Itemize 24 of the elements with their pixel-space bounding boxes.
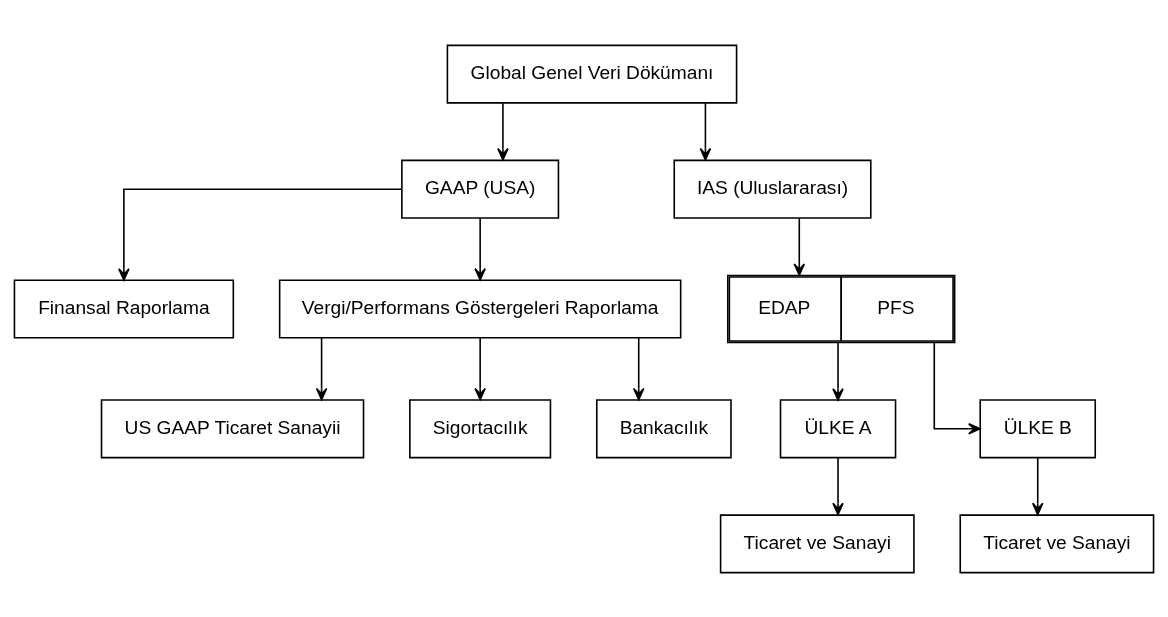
node-box: ÜLKE A [779,398,897,458]
arrow [832,341,844,401]
node-box: IAS (Uluslararası) [673,159,872,219]
arrow [832,456,844,515]
arrow [1031,456,1044,515]
arrow [632,336,645,400]
arrow [118,187,403,281]
arrow [474,336,486,400]
node-box: ÜLKE B [979,398,1097,458]
node-box: Ticaret ve Sanayi [719,513,915,573]
arrow [474,216,486,281]
node-box: Vergi/Performans Göstergeleri Raporlama [278,278,682,339]
node-box: Global Genel Veri Dökümanı [446,44,738,104]
arrow [315,336,328,400]
arrow [497,101,509,161]
node-box: US GAAP Ticaret Sanayii [100,398,365,458]
node-box: Bankacılık [596,398,732,458]
node-box: Sigortacılık [409,398,552,458]
node-box: GAAP (USA) [401,159,560,219]
arrow [793,216,806,276]
arrow [699,101,712,161]
node-box: Ticaret ve Sanayi [959,513,1155,573]
node-box: Finansal Raporlama [13,278,235,339]
arrow [933,341,981,435]
